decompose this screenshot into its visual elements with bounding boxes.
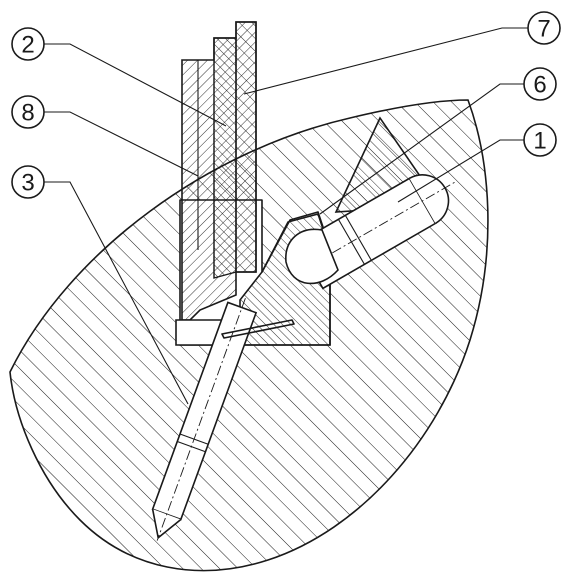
- callout-8: 8: [11, 95, 45, 129]
- callout-2: 2: [11, 27, 45, 61]
- callout-7: 7: [527, 11, 561, 45]
- svg-text:3: 3: [21, 170, 34, 197]
- rod-part-7: [235, 21, 257, 273]
- svg-text:7: 7: [537, 16, 550, 43]
- svg-text:6: 6: [533, 72, 546, 99]
- leader-line-6: [319, 83, 524, 215]
- svg-text:2: 2: [21, 32, 34, 59]
- rod-part-3: [151, 298, 258, 541]
- callout-1: 1: [523, 123, 557, 157]
- leader-line-7: [243, 27, 528, 95]
- callout-3: 3: [11, 165, 45, 199]
- spring-wire: [221, 319, 295, 339]
- svg-text:8: 8: [21, 100, 34, 127]
- leader-line-1: [397, 139, 524, 203]
- callout-6: 6: [523, 67, 557, 101]
- leader-line-2: [44, 43, 227, 127]
- leader-line-8: [44, 111, 199, 177]
- svg-text:1: 1: [533, 128, 546, 155]
- wedge-part-2: [213, 37, 237, 279]
- leader-line-3: [44, 181, 189, 405]
- pin-dome: [285, 228, 339, 285]
